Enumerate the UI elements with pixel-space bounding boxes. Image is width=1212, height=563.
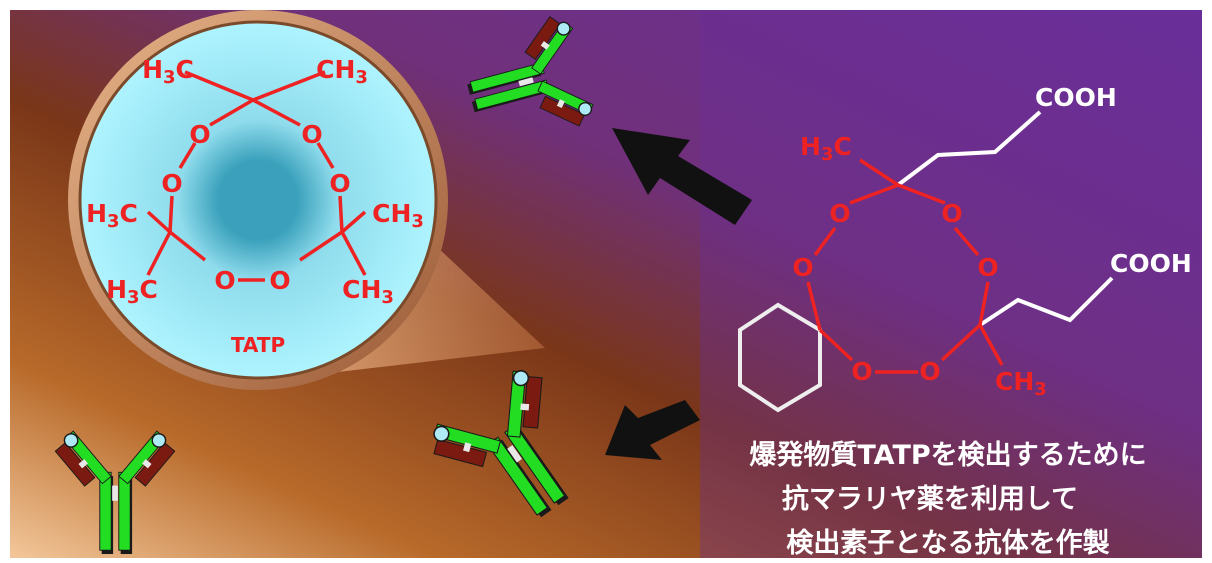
hapten-oxygen-1: O bbox=[829, 199, 850, 228]
tatp-group-mid-right: CH3 bbox=[372, 199, 424, 232]
hapten-oxygen-4: O bbox=[977, 253, 998, 282]
hapten-methyl-bottom: CH3 bbox=[995, 367, 1047, 400]
caption-line-2: 抗マラリヤ薬を利用して bbox=[782, 483, 1078, 515]
hapten-oxygen-3: O bbox=[792, 253, 813, 282]
hapten-acid-top: COOH bbox=[1035, 83, 1117, 112]
right-purple-overlay bbox=[700, 10, 1202, 558]
hapten-methyl-top: H3C bbox=[800, 132, 852, 165]
hapten-red-bonds bbox=[806, 158, 1004, 374]
tatp-oxygen-4: O bbox=[329, 169, 350, 198]
tatp-group-top-left: H3C bbox=[142, 55, 194, 88]
tatp-group-top-right: CH3 bbox=[316, 55, 368, 88]
caption-line-1: 爆発物質TATPを検出するために bbox=[749, 440, 1146, 471]
caption-line-3: 検出素子となる抗体を作製 bbox=[786, 527, 1109, 559]
tatp-name-label: TATP bbox=[231, 333, 285, 357]
hapten-acid-bottom: COOH bbox=[1110, 249, 1192, 278]
magnifier-lens-icon bbox=[68, 10, 448, 390]
arrow-icon bbox=[605, 400, 700, 460]
tatp-group-bot-left: H3C bbox=[106, 275, 158, 308]
tatp-oxygen-2: O bbox=[301, 120, 322, 149]
tatp-oxygen-3: O bbox=[161, 169, 182, 198]
tatp-oxygen-5: O bbox=[214, 266, 235, 295]
hapten-oxygen-2: O bbox=[941, 199, 962, 228]
hapten-oxygen-5: O bbox=[851, 357, 872, 386]
arrow-icon bbox=[612, 128, 752, 225]
tatp-group-mid-left: H3C bbox=[86, 199, 138, 232]
tatp-oxygen-1: O bbox=[189, 120, 210, 149]
tatp-group-bot-right: CH3 bbox=[342, 275, 394, 308]
tatp-ring-bonds bbox=[146, 70, 367, 282]
hapten-oxygen-6: O bbox=[919, 357, 940, 386]
tatp-oxygen-6: O bbox=[269, 266, 290, 295]
